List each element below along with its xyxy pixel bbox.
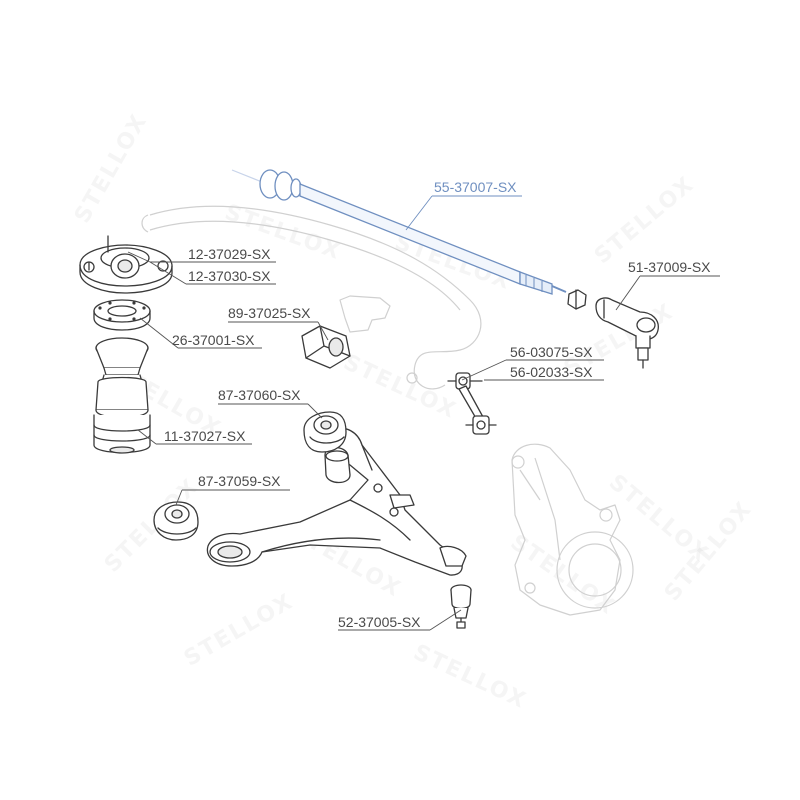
callout-strut-mount-2: 12-37030-SX <box>188 268 271 284</box>
callout-stab-link-2: 56-02033-SX <box>510 364 593 380</box>
nut-part <box>567 289 587 310</box>
lower-control-arm-part <box>206 427 467 576</box>
bump-stop-part <box>93 337 151 454</box>
tie-rod-end-part <box>595 297 659 369</box>
callout-bump-stop: 11-37027-SX <box>164 428 246 444</box>
callout-tie-rod-end: 51-37009-SX <box>628 259 711 275</box>
bearing-part <box>93 299 151 331</box>
background-ghost-parts <box>141 205 634 616</box>
stab-link-part <box>447 372 497 435</box>
callout-labels: 55-37007-SX 12-37029-SX 12-37030-SX 51-3… <box>164 179 711 630</box>
arm-bushing-1-part <box>303 411 347 453</box>
strut-mount-part <box>79 235 173 294</box>
callout-stab-link-1: 56-03075-SX <box>510 344 593 360</box>
leader-lines <box>127 195 720 631</box>
callout-arm-bushing-2: 87-37059-SX <box>198 473 281 489</box>
callout-bearing: 26-37001-SX <box>172 332 255 348</box>
callout-strut-mount-1: 12-37029-SX <box>188 246 271 262</box>
callout-ball-joint: 52-37005-SX <box>338 614 421 630</box>
callout-arm-bushing-1: 87-37060-SX <box>218 387 301 403</box>
tie-rod-part <box>231 169 567 295</box>
callout-stab-bushing: 89-37025-SX <box>228 305 311 321</box>
arm-bushing-2-part <box>153 501 199 541</box>
stab-bushing-part <box>301 325 351 369</box>
callout-tie-rod: 55-37007-SX <box>434 179 517 195</box>
ball-joint-part <box>450 584 472 629</box>
